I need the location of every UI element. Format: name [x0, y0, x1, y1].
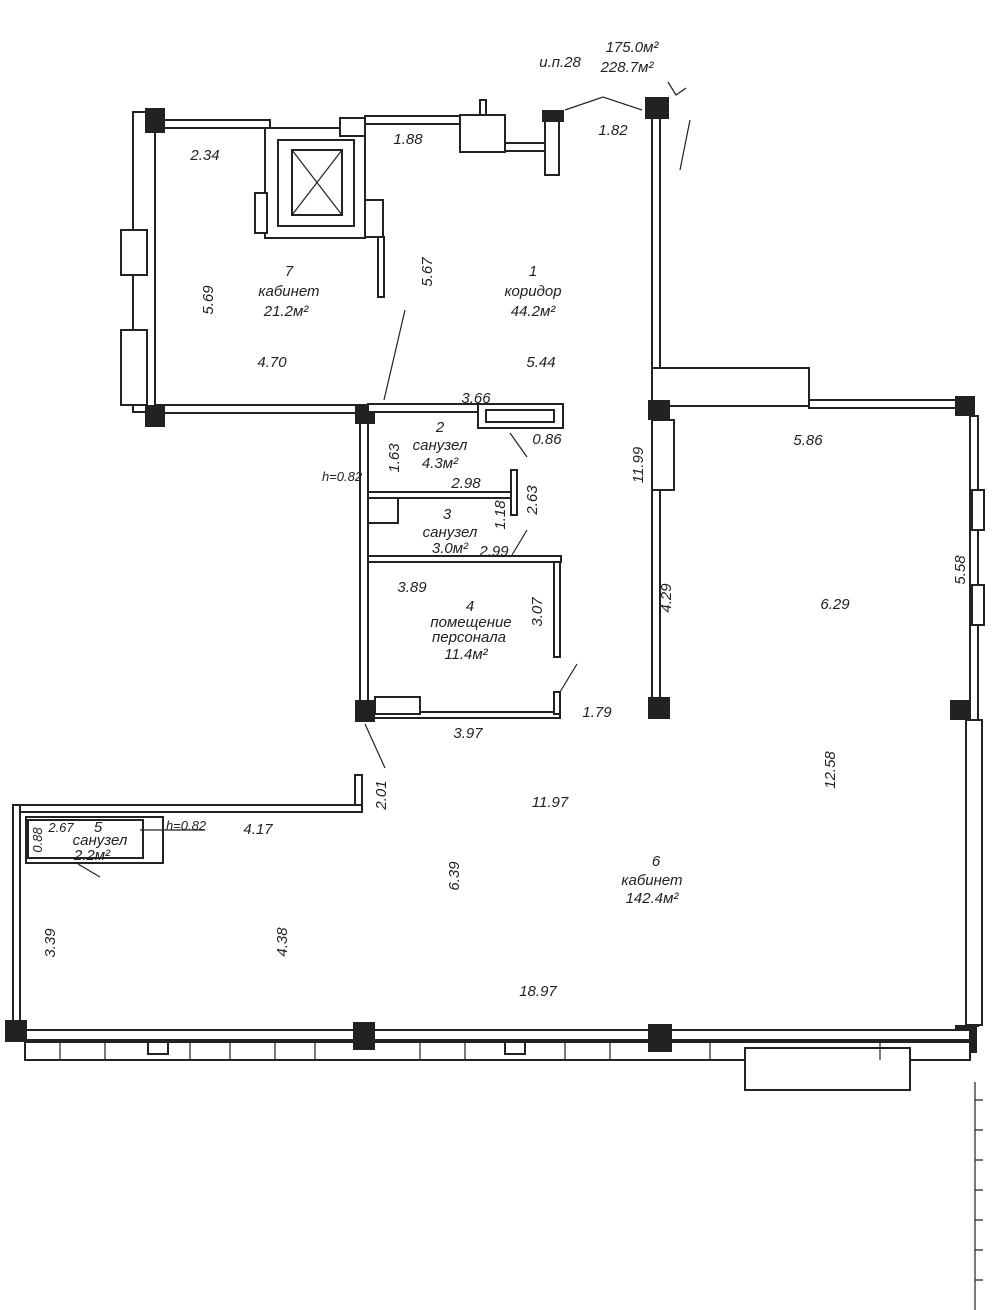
dimension-label: 4.38 [274, 927, 291, 957]
room-name-line2: персонала [432, 629, 506, 646]
dimension-label: 3.39 [42, 928, 59, 958]
dimension-label: 3.89 [397, 579, 427, 596]
dimension-label: 1.82 [598, 122, 628, 139]
plan-unit-label: и.п.28 [539, 54, 581, 71]
dimension-label: 0.88 [30, 827, 45, 853]
dimension-label: 3.07 [529, 597, 546, 627]
room-area: 2.2м² [73, 847, 111, 864]
dimension-label: 5.67 [419, 257, 436, 287]
room-2-label: 2 санузел 4.3м² [413, 419, 468, 472]
dimension-label: 4.70 [257, 354, 287, 371]
dimension-label: 5.69 [200, 285, 217, 315]
dimension-label: 2.67 [47, 820, 74, 835]
dimension-label: 2.98 [450, 475, 481, 492]
dimension-label: 1.63 [386, 443, 403, 473]
room-area: 11.4м² [444, 646, 488, 663]
room-number: 7 [285, 263, 294, 280]
room-name: кабинет [621, 872, 682, 889]
dimension-label: 4.17 [243, 821, 273, 838]
room-name: санузел [423, 524, 478, 541]
room-number: 2 [435, 419, 445, 436]
room-1-label: 1 коридор 44.2м² [504, 263, 561, 320]
room-5-label: 5 санузел 2.2м² [73, 819, 128, 864]
header-labels: и.п.28 175.0м² 228.7м² [539, 39, 659, 76]
walls [5, 81, 985, 1091]
room-name: санузел [413, 437, 468, 454]
dimension-label: 5.58 [952, 555, 969, 585]
room-name: коридор [504, 283, 561, 300]
room-name: санузел [73, 832, 128, 849]
room-7-label: 7 кабинет 21.2м² [258, 263, 319, 320]
room-number: 3 [443, 506, 452, 523]
dimension-label: 1.18 [492, 500, 509, 530]
dimension-label: 2.34 [189, 147, 219, 164]
dimension-labels: 2.34 1.88 1.82 5.69 5.67 4.70 5.44 3.66 … [30, 122, 969, 1000]
dimension-label: 1.88 [393, 131, 423, 148]
dimension-label: 11.99 [630, 446, 647, 483]
room-area: 44.2м² [511, 303, 556, 320]
dimension-label: 6.29 [820, 596, 850, 613]
room-labels: 1 коридор 44.2м² 2 санузел 4.3м² 3 сануз… [73, 263, 683, 907]
room-area: 4.3м² [422, 455, 459, 472]
sill-height-label: h=0.82 [322, 469, 363, 484]
dimension-label: 4.29 [658, 583, 675, 613]
dimension-label: 1.79 [582, 704, 612, 721]
room-number: 1 [529, 263, 537, 280]
dimension-label: 5.86 [793, 432, 823, 449]
dimension-label: 2.01 [373, 780, 390, 810]
scale-ruler [974, 1082, 983, 1310]
room-area: 21.2м² [263, 303, 309, 320]
dimension-label: 18.97 [519, 983, 557, 1000]
room-name: кабинет [258, 283, 319, 300]
room-area: 142.4м² [626, 890, 680, 907]
room-number: 6 [652, 853, 661, 870]
room-number: 4 [466, 598, 474, 615]
room-area: 3.0м² [432, 540, 469, 557]
room-name: помещение [430, 614, 511, 631]
dimension-label: 2.63 [524, 485, 541, 516]
room-3-label: 3 санузел 3.0м² [423, 506, 478, 557]
dimension-label: 0.86 [532, 431, 562, 448]
dimension-label: 2.99 [478, 543, 509, 560]
room-4-label: 4 помещение персонала 11.4м² [430, 598, 511, 663]
dimension-label: 12.58 [822, 751, 839, 789]
area-main: 175.0м² [606, 39, 660, 56]
room-number: 5 [94, 819, 103, 836]
dimension-label: 11.97 [532, 794, 569, 811]
sill-height-label: h=0.82 [166, 818, 207, 833]
dimension-label: 3.97 [453, 725, 483, 742]
dimension-label: 6.39 [446, 861, 463, 891]
dimension-label: 5.44 [526, 354, 555, 371]
dimension-label: 3.66 [461, 390, 491, 407]
room-6-label: 6 кабинет 142.4м² [621, 853, 682, 907]
area-total: 228.7м² [600, 59, 655, 76]
